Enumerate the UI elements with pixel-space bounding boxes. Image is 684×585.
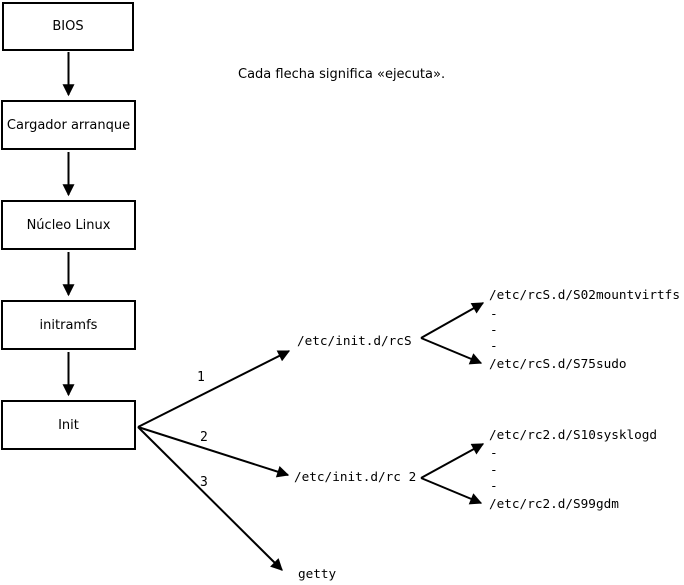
- node-init: Init: [1, 400, 136, 450]
- node-linux-kernel-label: Núcleo Linux: [26, 217, 111, 233]
- rcs-ellipsis-dot-2: -: [490, 322, 498, 337]
- node-bootloader-label: Cargador arranque: [6, 117, 131, 133]
- order-label-3: 3: [200, 475, 208, 490]
- node-bootloader: Cargador arranque: [1, 100, 136, 150]
- target-getty-label: getty: [298, 566, 337, 581]
- rc2-ellipsis-dot-1: -: [490, 445, 498, 460]
- arrow-init-to-getty: [137, 426, 283, 571]
- rcs-script-first: /etc/rcS.d/S02mountvirtfs: [489, 287, 680, 302]
- rcs-ellipsis-dot-3: -: [490, 338, 498, 353]
- rcs-ellipsis-dot-1: -: [490, 306, 498, 321]
- order-label-2: 2: [200, 430, 208, 445]
- arrow-init-to-rcs: [137, 350, 291, 428]
- node-linux-kernel: Núcleo Linux: [1, 200, 136, 250]
- target-rcs-label: /etc/init.d/rcS: [297, 333, 412, 348]
- rc2-script-last: /etc/rc2.d/S99gdm: [489, 496, 619, 511]
- arrow-rcs-to-s02mountvirtfs: [420, 302, 485, 339]
- node-init-label: Init: [58, 417, 79, 433]
- rc2-ellipsis-dot-2: -: [490, 462, 498, 477]
- arrow-init-to-rc2: [137, 426, 290, 478]
- node-initramfs: initramfs: [1, 300, 136, 350]
- target-rc2-label: /etc/init.d/rc 2: [294, 469, 417, 484]
- rc2-script-first: /etc/rc2.d/S10sysklogd: [489, 427, 658, 442]
- note-text: Cada flecha significa «ejecuta».: [238, 67, 446, 82]
- arrow-rc2-to-s10sysklogd: [420, 443, 485, 479]
- arrow-rc2-to-s99gdm: [420, 477, 483, 505]
- node-bios: BIOS: [2, 2, 134, 51]
- arrow-rcs-to-s75sudo: [420, 337, 483, 365]
- node-initramfs-label: initramfs: [39, 317, 98, 333]
- order-label-1: 1: [197, 370, 205, 385]
- rcs-script-last: /etc/rcS.d/S75sudo: [489, 356, 627, 371]
- node-bios-label: BIOS: [52, 19, 84, 34]
- rc2-ellipsis-dot-3: -: [490, 478, 498, 493]
